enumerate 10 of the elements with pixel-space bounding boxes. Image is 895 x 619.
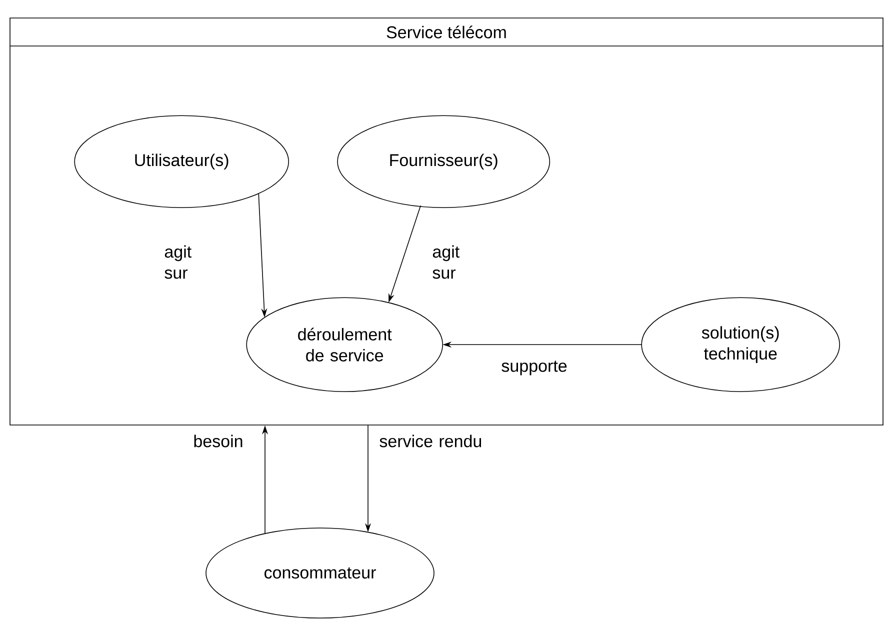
ellipse-node: Utilisateur(s) (74, 115, 289, 208)
edge-label: supporte (502, 360, 567, 376)
edge-label: agit sur (164, 245, 192, 279)
ellipse-node: consommateur (206, 528, 434, 618)
edge-label: service rendu (380, 434, 482, 448)
ellipse-node: déroulement de service (246, 297, 443, 392)
ellipse-node: solution(s) technique (641, 297, 840, 392)
edge-label: agit sur (432, 245, 460, 279)
edge-label: besoin (194, 434, 242, 448)
ellipse-node: Fournisseur(s) (337, 115, 550, 208)
